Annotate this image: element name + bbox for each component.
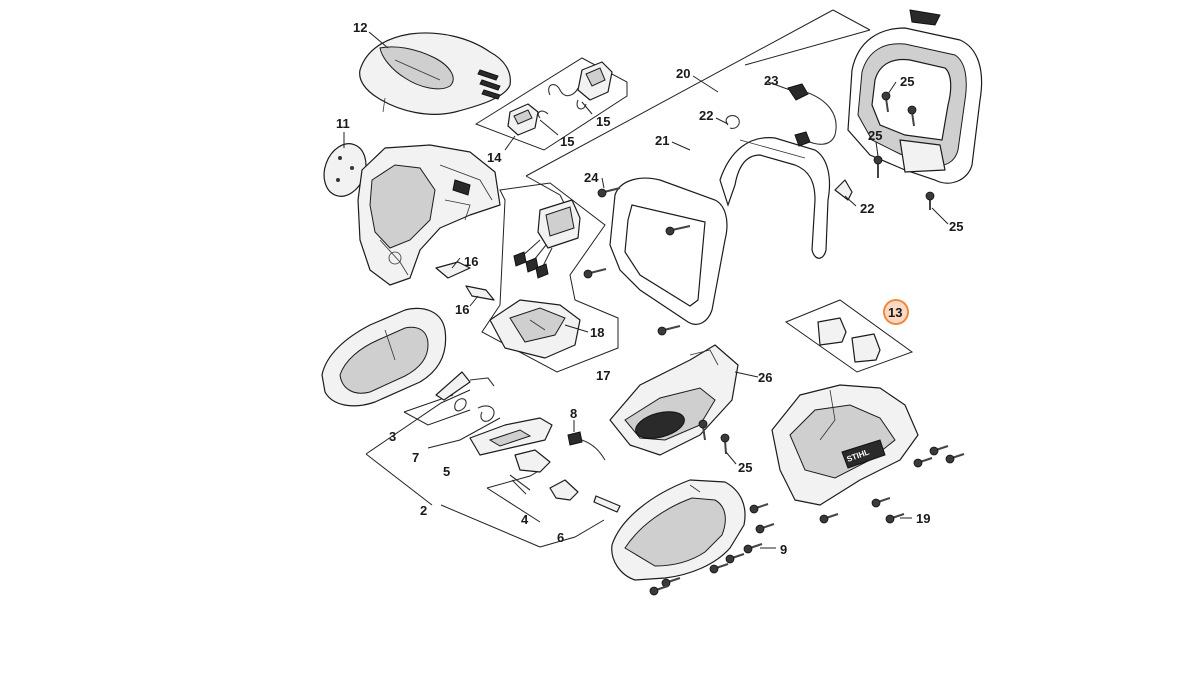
- callout-21[interactable]: 21: [655, 133, 669, 148]
- callout-19[interactable]: 19: [916, 511, 930, 526]
- screw: [725, 553, 745, 564]
- callout-9[interactable]: 9: [780, 542, 787, 557]
- callout-22[interactable]: 22: [699, 108, 713, 123]
- callout-22[interactable]: 22: [860, 201, 874, 216]
- screw: [583, 268, 607, 279]
- callout-4[interactable]: 4: [521, 512, 529, 527]
- callout-18[interactable]: 18: [590, 325, 604, 340]
- screw: [709, 563, 729, 574]
- part-26-base-plate: [609, 344, 739, 456]
- callout-8[interactable]: 8: [570, 406, 577, 421]
- callout-25[interactable]: 25: [868, 128, 882, 143]
- screw: [819, 513, 839, 524]
- screw: [665, 225, 691, 236]
- motor-housing-right: STIHL: [771, 384, 919, 506]
- trigger-parts: [435, 371, 621, 513]
- callout-15[interactable]: 15: [560, 134, 574, 149]
- callout-14[interactable]: 14: [487, 150, 502, 165]
- parts-17-18-electronics: [489, 199, 581, 359]
- bottom-handle-housing: [611, 479, 746, 581]
- screw: [649, 585, 669, 596]
- callout-26[interactable]: 26: [758, 370, 772, 385]
- screw: [755, 523, 775, 534]
- screw: [929, 445, 949, 456]
- screws: [583, 91, 965, 596]
- callout-5[interactable]: 5: [443, 464, 450, 479]
- screw: [657, 325, 681, 336]
- screw: [925, 191, 935, 210]
- callout-16[interactable]: 16: [464, 254, 478, 269]
- callout-15[interactable]: 15: [596, 114, 610, 129]
- callout-24[interactable]: 24: [584, 170, 599, 185]
- rear-handle: [847, 9, 983, 184]
- callout-7[interactable]: 7: [412, 450, 419, 465]
- callout-12[interactable]: 12: [353, 20, 367, 35]
- callout-13[interactable]: 13: [888, 305, 902, 320]
- parts-16-wedges: [435, 261, 495, 301]
- callout-2[interactable]: 2: [420, 503, 427, 518]
- callout-labels: 12 11 14 15 15 16 16 17 18 20 21 22 22 2…: [336, 20, 963, 557]
- callout-25[interactable]: 25: [738, 460, 752, 475]
- screw: [871, 497, 891, 508]
- screw: [913, 457, 933, 468]
- screw: [743, 543, 763, 554]
- screw: [597, 187, 621, 198]
- main-housing: [357, 144, 501, 286]
- part-13-pads: [817, 317, 881, 363]
- callout-20[interactable]: 20: [676, 66, 690, 81]
- part-23-cable: [787, 83, 837, 147]
- callout-25[interactable]: 25: [900, 74, 914, 89]
- left-handle-housing: [321, 307, 447, 407]
- screw: [907, 105, 917, 127]
- screw: [720, 433, 730, 455]
- callout-13-highlight: [883, 299, 909, 325]
- part-22-clips: [725, 115, 853, 201]
- leader-lines: [343, 31, 949, 549]
- callout-11[interactable]: 11: [336, 116, 350, 131]
- part-21-front-handle: [609, 137, 831, 325]
- screw: [945, 453, 965, 464]
- callout-16[interactable]: 16: [455, 302, 469, 317]
- callout-6[interactable]: 6: [557, 530, 564, 545]
- callout-17[interactable]: 17: [596, 368, 610, 383]
- parts-14-15-switch: [507, 61, 613, 136]
- callout-3[interactable]: 3: [389, 429, 396, 444]
- callout-25[interactable]: 25: [949, 219, 963, 234]
- screw: [749, 503, 769, 514]
- screw: [885, 513, 905, 524]
- callout-23[interactable]: 23: [764, 73, 778, 88]
- screw: [873, 155, 883, 178]
- screw: [661, 577, 681, 588]
- screw: [698, 419, 708, 441]
- part-12-top-cover: [359, 32, 511, 115]
